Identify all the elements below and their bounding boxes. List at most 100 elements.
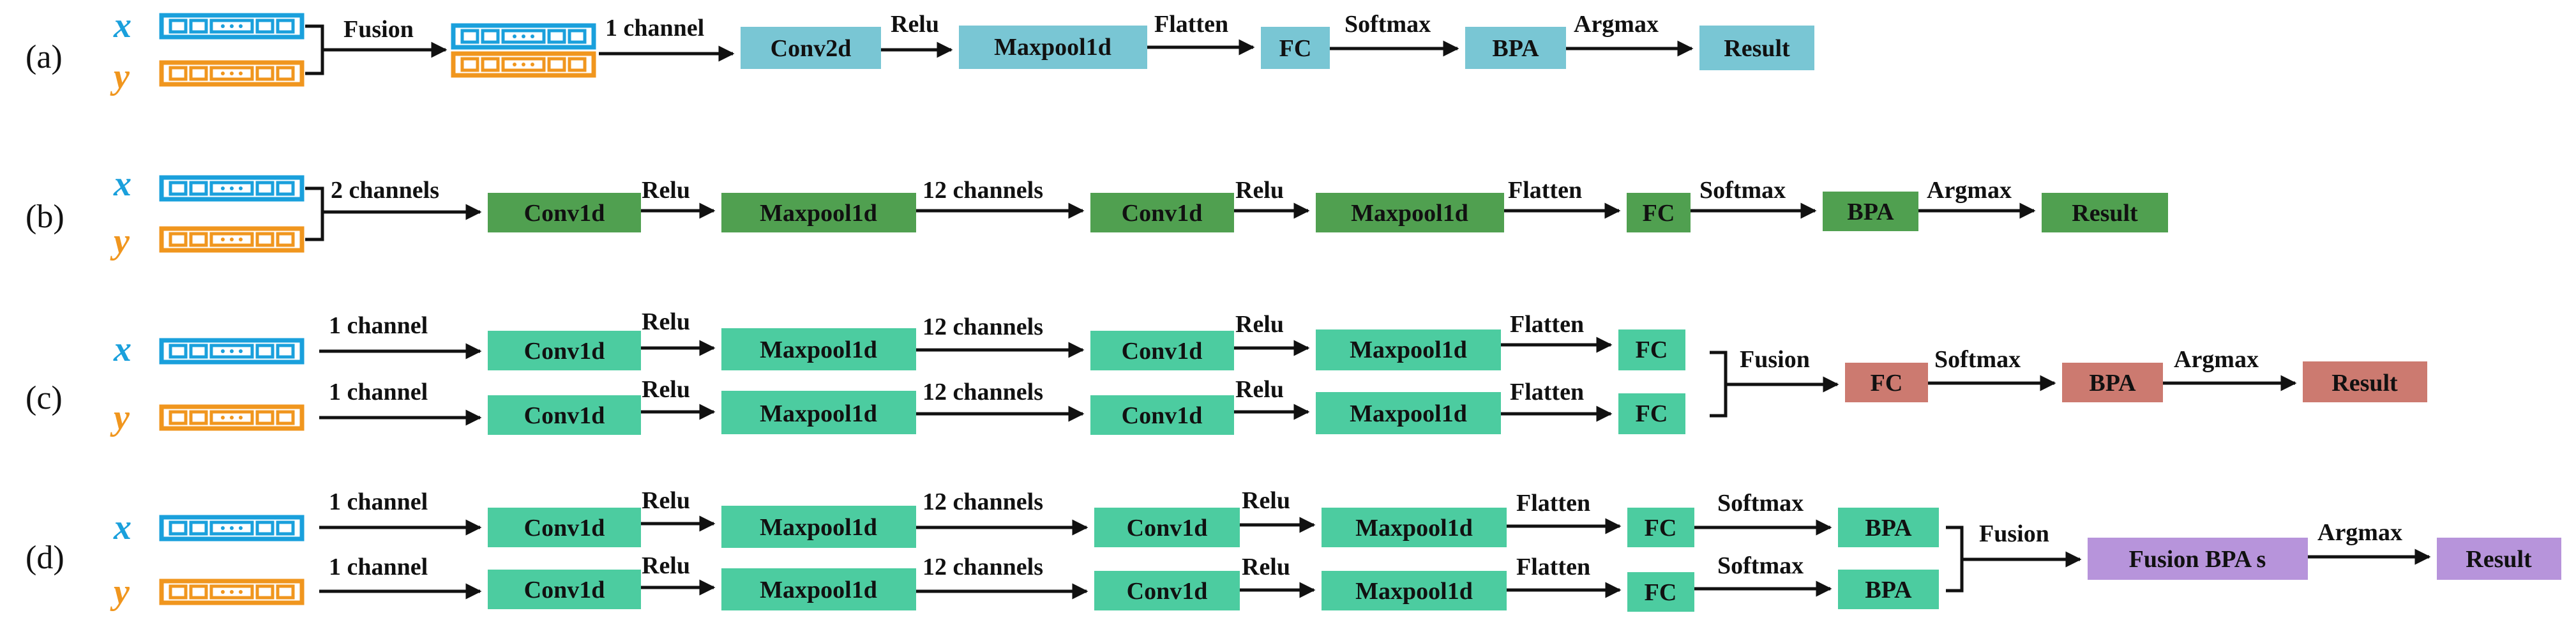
fc-label: FC — [1636, 337, 1668, 363]
relu-label: Relu — [1235, 311, 1284, 338]
fc-box — [1627, 508, 1694, 547]
maxpool-box — [1322, 571, 1507, 610]
maxpool-label: Maxpool1d — [1355, 578, 1473, 605]
x-vector-icon — [162, 517, 302, 539]
relu-label: Relu — [1235, 177, 1284, 204]
y-vector-icon — [162, 229, 302, 250]
maxpool-box — [721, 193, 916, 232]
x-branch: 1 channel Conv1d Relu Maxpool1d 12 chann… — [319, 487, 1939, 548]
y-vector-icon — [162, 63, 302, 84]
fc-label: FC — [1279, 35, 1312, 62]
conv1d-label: Conv1d — [1122, 402, 1203, 429]
maxpool-box — [721, 328, 916, 370]
fc-box — [1618, 329, 1685, 370]
fc-label: FC — [1645, 579, 1677, 606]
merge-bracket-icon — [305, 186, 324, 241]
row-a-label: (a) — [26, 39, 63, 75]
conv1d-label: Conv1d — [1122, 200, 1203, 227]
conv1d-label: Conv1d — [1122, 338, 1203, 365]
one-channel-label: 1 channel — [605, 15, 704, 42]
bpa-box — [2062, 363, 2163, 402]
merge-bracket-icon — [1710, 351, 1728, 418]
result-box — [2303, 361, 2427, 402]
conv1d-box — [488, 331, 641, 370]
conv1d-label: Conv1d — [1127, 578, 1208, 605]
relu-label: Relu — [642, 177, 690, 204]
fc-label: FC — [1636, 400, 1668, 427]
twelve-channels-label: 12 channels — [923, 314, 1043, 340]
one-channel-label: 1 channel — [329, 312, 428, 339]
argmax-label: Argmax — [1574, 11, 1659, 38]
row-b: (b) x y 2 channels Conv1d Relu Maxpool1d… — [26, 164, 2168, 261]
fc-box — [1627, 572, 1694, 612]
fused-x-vector-icon — [453, 26, 594, 47]
maxpool-label: Maxpool1d — [1355, 515, 1473, 541]
fusion-label: Fusion — [1740, 346, 1810, 373]
result-box — [2437, 538, 2561, 580]
result-label: Result — [2331, 370, 2398, 397]
twelve-channels-label: 12 channels — [923, 177, 1043, 204]
fc-label: FC — [1643, 200, 1675, 227]
flatten-label: Flatten — [1510, 379, 1584, 405]
y-branch: 1 channel Conv1d Relu Maxpool1d 12 chann… — [319, 552, 1939, 612]
conv2d-box — [741, 27, 881, 69]
fused-y-vector-icon — [453, 54, 594, 75]
maxpool-label: Maxpool1d — [1350, 337, 1467, 363]
fusion-fc-label: FC — [1871, 370, 1903, 397]
conv1d-label: Conv1d — [524, 402, 605, 429]
argmax-label: Argmax — [2317, 519, 2402, 546]
x-vector-icon — [162, 340, 302, 362]
row-c-label: (c) — [26, 380, 63, 416]
maxpool-label: Maxpool1d — [760, 400, 877, 427]
twelve-channels-label: 12 channels — [923, 488, 1043, 515]
conv1d-box — [1094, 571, 1240, 610]
fusion-bpa-label: Fusion BPA s — [2129, 546, 2266, 573]
conv1d-box — [1094, 508, 1240, 547]
y-branch: 1 channel Conv1d Relu Maxpool1d 12 chann… — [319, 376, 1685, 435]
bpa-box — [1838, 508, 1939, 547]
row-d: (d) x y 1 channel Conv1d Relu Maxpool1d … — [26, 487, 2561, 612]
relu-label: Relu — [642, 308, 690, 335]
x-vector-icon — [162, 15, 302, 37]
result-label: Result — [2072, 200, 2138, 227]
x-input-label: x — [113, 329, 132, 369]
twelve-channels-label: 12 channels — [923, 379, 1043, 405]
conv1d-label: Conv1d — [524, 338, 605, 365]
bpa-label: BPA — [2089, 370, 2136, 397]
bpa-box — [1838, 570, 1939, 609]
row-c: (c) x y 1 channel Conv1d Relu Maxpool1d … — [26, 308, 2427, 437]
bpa-label: BPA — [1865, 577, 1912, 603]
row-a: (a) x y Fusion 1 channel Conv2d Relu Max… — [26, 6, 1814, 96]
merge-bracket-icon — [1946, 526, 1964, 593]
maxpool-box — [1316, 329, 1501, 370]
x-input-label: x — [113, 6, 132, 45]
maxpool-label: Maxpool1d — [760, 514, 877, 541]
bpa-label: BPA — [1847, 199, 1894, 225]
flatten-label: Flatten — [1508, 177, 1582, 204]
row-d-label: (d) — [26, 540, 64, 576]
merge-bracket-icon — [305, 24, 324, 75]
maxpool-label: Maxpool1d — [1351, 200, 1468, 227]
maxpool-box — [721, 568, 916, 610]
relu-label: Relu — [642, 552, 690, 579]
softmax-label: Softmax — [1717, 552, 1804, 579]
result-label: Result — [1724, 35, 1790, 62]
x-input-label: x — [113, 508, 132, 547]
fusion-label: Fusion — [1979, 520, 2049, 547]
fc-box — [1618, 393, 1685, 434]
bpa-box — [1823, 192, 1918, 231]
row-b-label: (b) — [26, 199, 64, 235]
one-channel-label: 1 channel — [329, 488, 428, 515]
result-label: Result — [2466, 546, 2532, 573]
conv1d-box — [488, 570, 641, 609]
conv1d-box — [488, 508, 641, 547]
relu-label: Relu — [642, 487, 690, 514]
flatten-label: Flatten — [1516, 490, 1590, 517]
fusion-fc-box — [1845, 363, 1928, 402]
flatten-label: Flatten — [1154, 11, 1228, 38]
fc-box — [1261, 27, 1330, 69]
maxpool-box — [721, 506, 916, 548]
one-channel-label: 1 channel — [329, 554, 428, 580]
relu-label: Relu — [642, 376, 690, 403]
